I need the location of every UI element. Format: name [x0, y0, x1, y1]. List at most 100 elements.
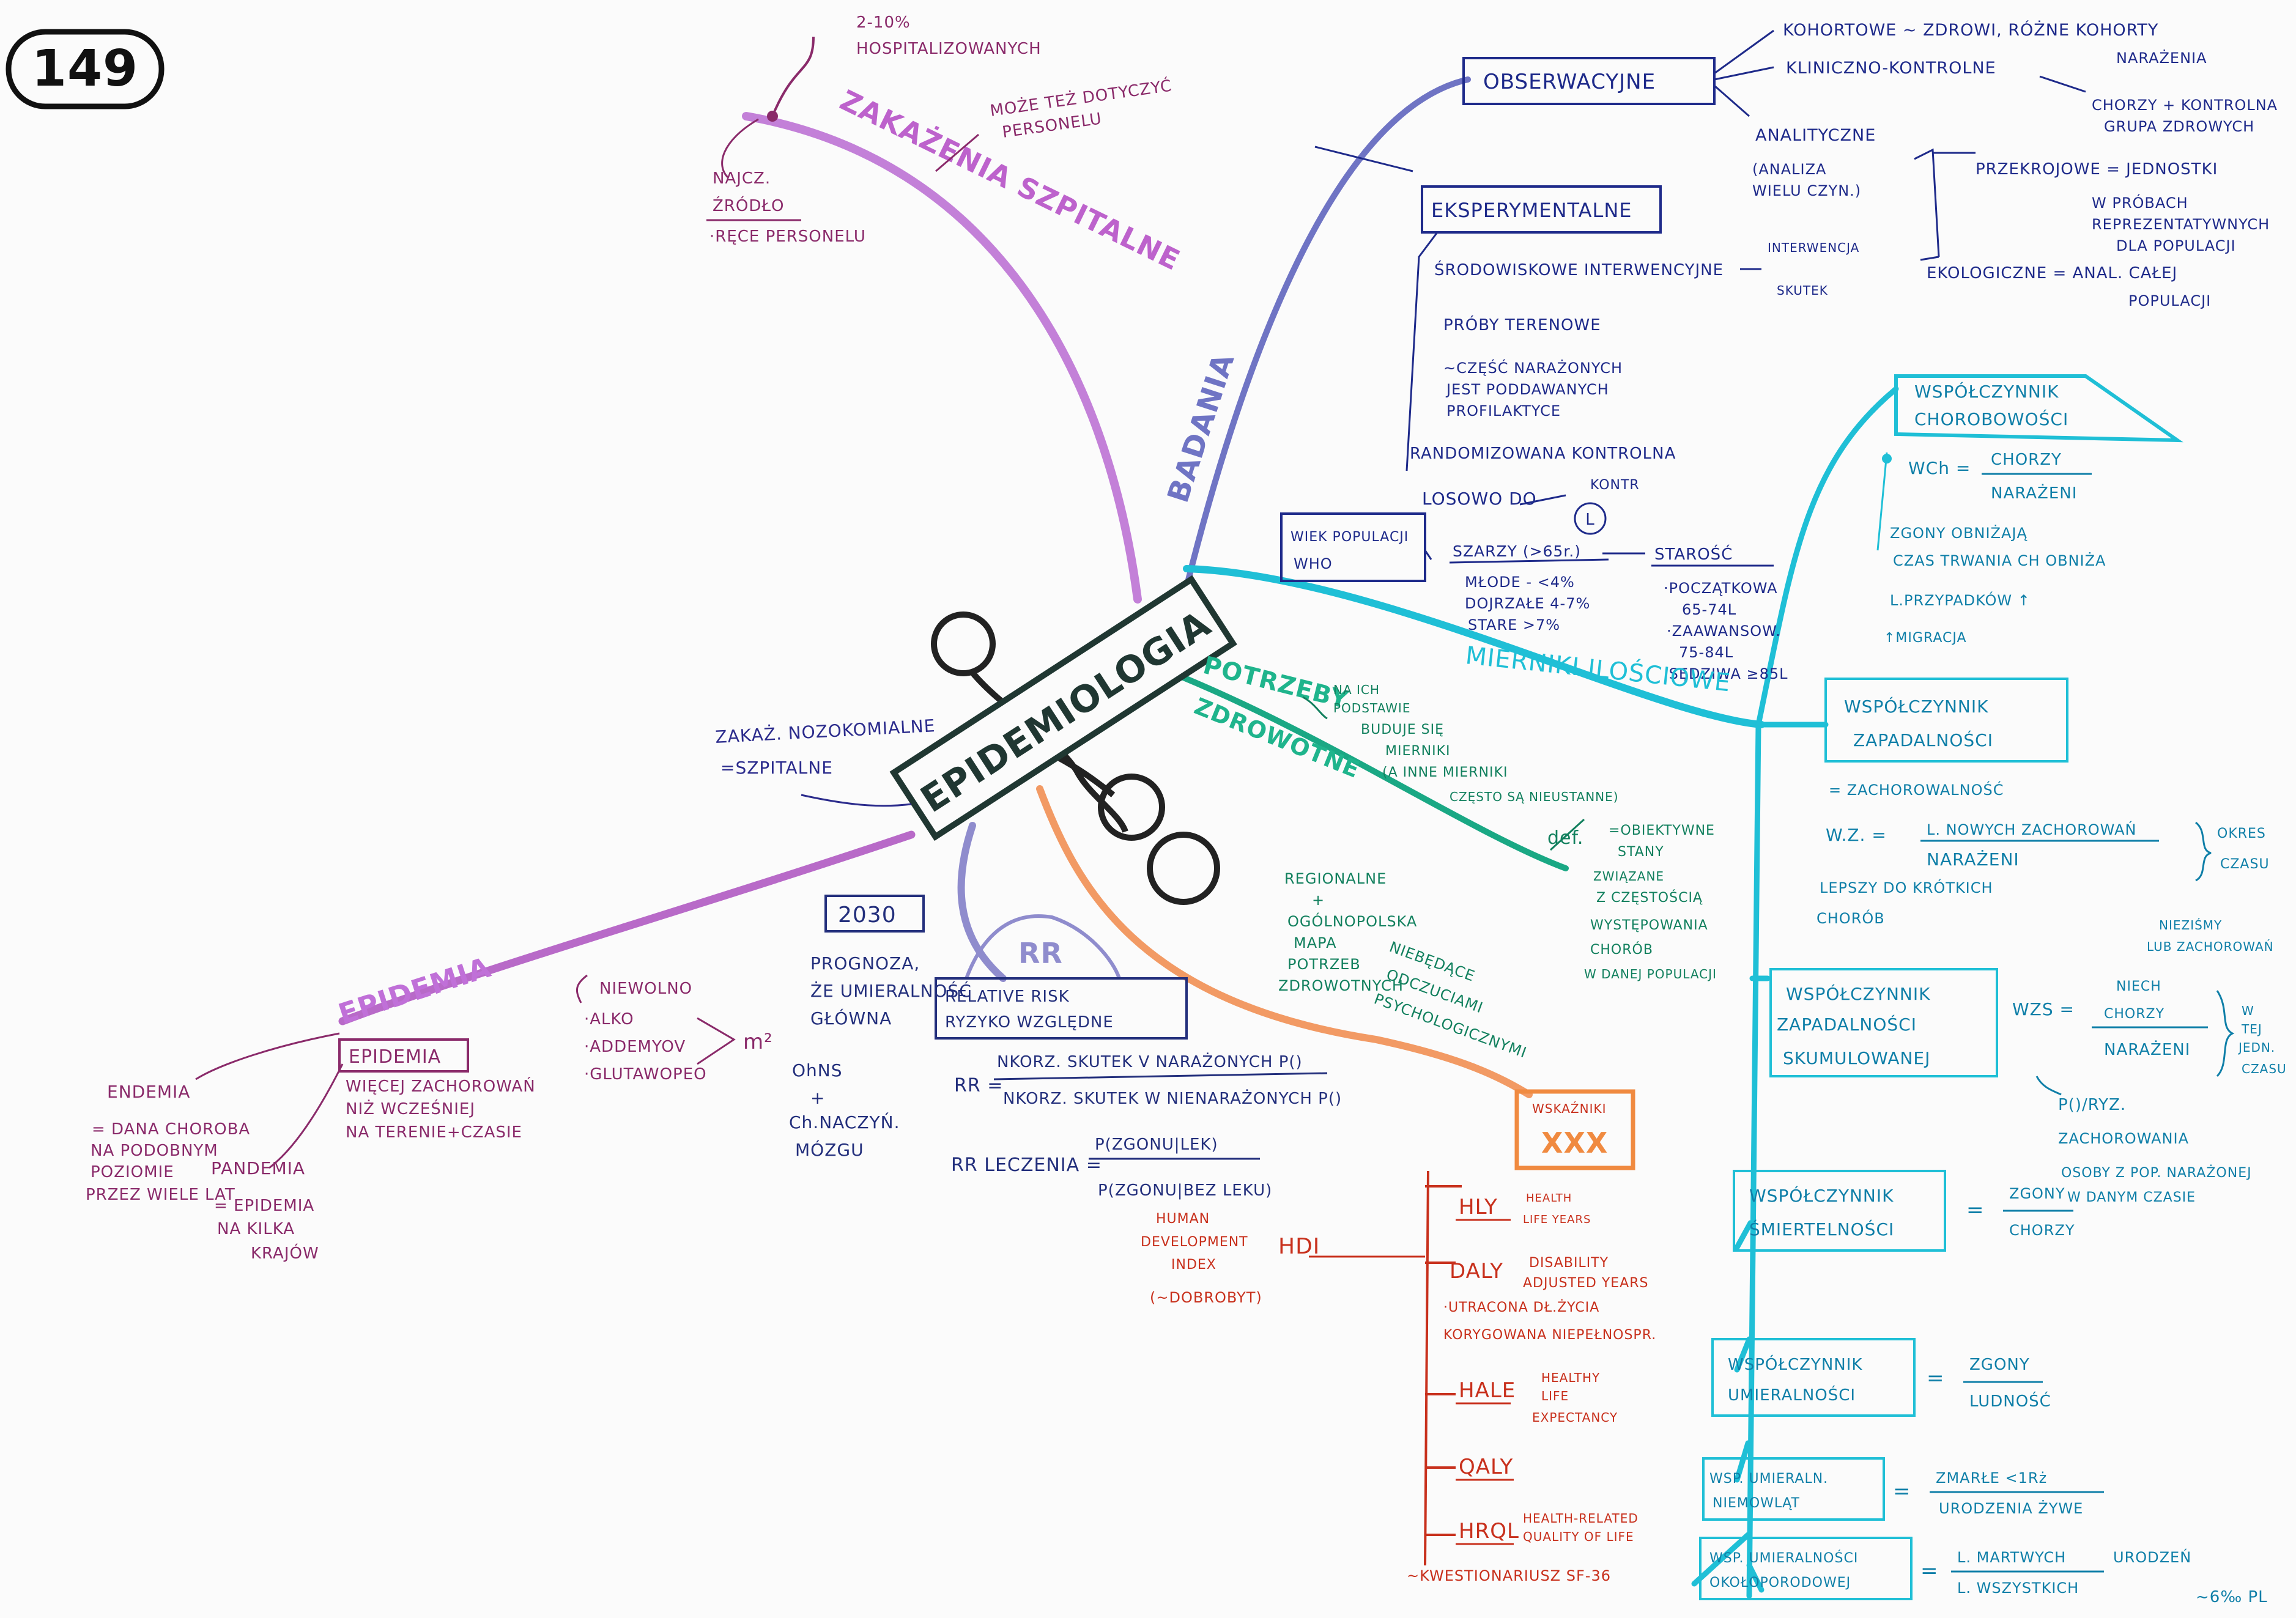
svg-text:WIĘCEJ ZACHOROWAŃ: WIĘCEJ ZACHOROWAŃ	[346, 1076, 536, 1096]
svg-text:MÓZGU: MÓZGU	[795, 1139, 864, 1160]
svg-text:WCh =: WCh =	[1908, 458, 1971, 478]
svg-text:=: =	[1893, 1479, 1911, 1504]
svg-text:WSPÓŁCZYNNIK: WSPÓŁCZYNNIK	[1786, 983, 1930, 1004]
epidemia-section: EPIDEMIA EPIDEMIA WIĘCEJ ZACHOROWAŃ NIŻ …	[86, 950, 772, 1263]
svg-text:HEALTH-RELATED: HEALTH-RELATED	[1523, 1511, 1639, 1526]
svg-text:WSPÓŁCZYNNIK: WSPÓŁCZYNNIK	[1749, 1185, 1894, 1206]
svg-text:OBSERWACYJNE: OBSERWACYJNE	[1483, 70, 1656, 94]
svg-text:URODZENIA ŻYWE: URODZENIA ŻYWE	[1939, 1499, 2083, 1517]
svg-text:HRQL: HRQL	[1459, 1519, 1519, 1543]
svg-text:·POCZĄTKOWA: ·POCZĄTKOWA	[1664, 580, 1778, 597]
svg-text:INDEX: INDEX	[1171, 1257, 1217, 1273]
svg-text:WZS =: WZS =	[2012, 999, 2075, 1019]
svg-text:OKOŁOPORODOWEJ: OKOŁOPORODOWEJ	[1709, 1575, 1851, 1590]
svg-text:NKORZ. SKUTEK W NIENARAŻONYCH: NKORZ. SKUTEK W NIENARAŻONYCH P()	[1003, 1088, 1342, 1108]
svg-text:ZGONY: ZGONY	[1969, 1356, 2030, 1374]
svg-text:ZMARŁE <1Rż: ZMARŁE <1Rż	[1936, 1469, 2047, 1487]
branch-mierniki	[1183, 565, 1765, 728]
svg-text:BUDUJE SIĘ: BUDUJE SIĘ	[1361, 722, 1444, 737]
svg-text:ADJUSTED YEARS: ADJUSTED YEARS	[1523, 1276, 1648, 1291]
svg-text:L. NOWYCH ZACHOROWAŃ: L. NOWYCH ZACHOROWAŃ	[1927, 821, 2136, 838]
svg-text:W: W	[2242, 1003, 2254, 1018]
svg-text:OGÓLNOPOLSKA: OGÓLNOPOLSKA	[1287, 912, 1417, 930]
svg-text:Ch.NACZYŃ.: Ch.NACZYŃ.	[789, 1112, 900, 1132]
svg-text:ŚMIERTELNOŚCI: ŚMIERTELNOŚCI	[1749, 1219, 1894, 1239]
svg-text:RR LECZENIA =: RR LECZENIA =	[951, 1154, 1102, 1176]
svg-text:NA PODOBNYM: NA PODOBNYM	[91, 1142, 218, 1160]
svg-text:HEALTH: HEALTH	[1526, 1192, 1572, 1205]
svg-text:POTRZEB: POTRZEB	[1287, 956, 1361, 973]
svg-text:+: +	[1312, 892, 1325, 909]
svg-text:LIFE: LIFE	[1541, 1389, 1569, 1403]
svg-text:OKRES: OKRES	[2217, 826, 2266, 841]
svg-text:NA TERENIE+CZASIE: NA TERENIE+CZASIE	[346, 1123, 522, 1142]
svg-text:CHORÓB: CHORÓB	[1590, 942, 1653, 958]
svg-text:TEJ: TEJ	[2241, 1022, 2262, 1036]
svg-text:LUB ZACHOROWAŃ: LUB ZACHOROWAŃ	[2147, 939, 2274, 954]
svg-text:JEDN.: JEDN.	[2237, 1040, 2275, 1055]
svg-text:NIEZIŚMY: NIEZIŚMY	[2159, 918, 2222, 933]
svg-text:·ZAAWANSOW.: ·ZAAWANSOW.	[1667, 622, 1781, 640]
svg-text:=: =	[1966, 1198, 1985, 1222]
svg-text:= ZACHOROWALNOŚĆ: = ZACHOROWALNOŚĆ	[1829, 780, 2004, 799]
svg-text:NIŻ WCZEŚNIEJ: NIŻ WCZEŚNIEJ	[346, 1099, 475, 1118]
svg-text:P(ZGONU|BEZ LEKU): P(ZGONU|BEZ LEKU)	[1098, 1181, 1272, 1200]
svg-text:CZAS TRWANIA CH OBNIŻA: CZAS TRWANIA CH OBNIŻA	[1893, 552, 2106, 569]
svg-text:CHORZY: CHORZY	[1991, 451, 2062, 469]
svg-text:ZAPADALNOŚCI: ZAPADALNOŚCI	[1777, 1014, 1917, 1035]
svg-text:OhNS: OhNS	[792, 1060, 843, 1081]
svg-text:HDI: HDI	[1278, 1234, 1320, 1259]
branch-epidemia	[338, 830, 916, 1025]
svg-text:URODZEŃ: URODZEŃ	[2113, 1548, 2191, 1566]
svg-text:W.Z. =: W.Z. =	[1826, 825, 1887, 845]
svg-text:KLINICZNO-KONTROLNE: KLINICZNO-KONTROLNE	[1786, 59, 1996, 78]
svg-text:PRZEKROJOWE = JEDNOSTKI: PRZEKROJOWE = JEDNOSTKI	[1976, 160, 2218, 179]
svg-text:NARAŻENI: NARAŻENI	[2104, 1040, 2190, 1059]
svg-text:L. MARTWYCH: L. MARTWYCH	[1957, 1549, 2066, 1566]
mierniki-trunk	[1691, 386, 1899, 1599]
svg-text:POZIOMIE: POZIOMIE	[91, 1163, 174, 1181]
svg-text:LUDNOŚĆ: LUDNOŚĆ	[1969, 1391, 2051, 1411]
svg-text:RANDOMIZOWANA KONTROLNA: RANDOMIZOWANA KONTROLNA	[1410, 445, 1676, 463]
svg-text:+: +	[810, 1088, 825, 1108]
svg-text:MIERNIKI: MIERNIKI	[1385, 744, 1451, 759]
svg-text:L.PRZYPADKÓW ↑: L.PRZYPADKÓW ↑	[1890, 591, 2031, 609]
svg-text:SKUMULOWANEJ: SKUMULOWANEJ	[1783, 1048, 1930, 1068]
svg-text:QALY: QALY	[1459, 1455, 1513, 1479]
svg-text:MAPA: MAPA	[1294, 934, 1336, 951]
svg-text:ZGONY OBNIŻAJĄ: ZGONY OBNIŻAJĄ	[1890, 524, 2028, 542]
svg-text:WHO: WHO	[1294, 555, 1333, 572]
svg-text:P(ZGONU|LEK): P(ZGONU|LEK)	[1095, 1136, 1218, 1154]
svg-text:JEST PODDAWANYCH: JEST PODDAWANYCH	[1445, 381, 1609, 398]
svg-text:WSPÓŁCZYNNIK: WSPÓŁCZYNNIK	[1844, 696, 1988, 717]
svg-text:ŹRÓDŁO: ŹRÓDŁO	[713, 196, 784, 215]
svg-text:W DANYM CZASIE: W DANYM CZASIE	[2067, 1190, 2196, 1205]
svg-text:EXPECTANCY: EXPECTANCY	[1532, 1410, 1618, 1425]
svg-text:EPIDEMIA: EPIDEMIA	[349, 1046, 441, 1068]
svg-text:= DANA CHOROBA: = DANA CHOROBA	[92, 1120, 250, 1139]
branch-potrzeby	[1153, 663, 1569, 871]
svg-text:CHORZY: CHORZY	[2104, 1007, 2165, 1022]
center-label: EPIDEMIOLOGIA	[913, 602, 1218, 821]
svg-text:WYSTĘPOWANIA: WYSTĘPOWANIA	[1590, 918, 1708, 933]
svg-text:STAROŚĆ: STAROŚĆ	[1654, 544, 1733, 564]
svg-text:(A INNE MIERNIKI: (A INNE MIERNIKI	[1382, 765, 1508, 780]
svg-text:EKOLOGICZNE = ANAL. CAŁEJ: EKOLOGICZNE = ANAL. CAŁEJ	[1927, 264, 2177, 283]
branch-badania	[1183, 76, 1471, 590]
svg-text:MŁODE - <4%: MŁODE - <4%	[1465, 574, 1575, 591]
svg-text:REGIONALNE: REGIONALNE	[1284, 870, 1387, 887]
svg-text:RYZYKO WZGLĘDNE: RYZYKO WZGLĘDNE	[945, 1013, 1114, 1032]
svg-text:·ALKO: ·ALKO	[584, 1010, 634, 1029]
svg-text:KRAJÓW: KRAJÓW	[251, 1243, 319, 1263]
endemia-label: ENDEMIA	[107, 1082, 190, 1102]
svg-text:↑MIGRACJA: ↑MIGRACJA	[1884, 630, 1967, 646]
svg-text:·UTRACONA DŁ.ŻYCIA: ·UTRACONA DŁ.ŻYCIA	[1443, 1299, 1599, 1315]
svg-text:WSP. UMIERALN.: WSP. UMIERALN.	[1709, 1471, 1828, 1487]
svg-text:HOSPITALIZOWANYCH: HOSPITALIZOWANYCH	[856, 40, 1042, 58]
svg-text:·RĘCE PERSONELU: ·RĘCE PERSONELU	[709, 227, 866, 246]
svg-text:DOJRZAŁE 4-7%: DOJRZAŁE 4-7%	[1465, 595, 1590, 612]
svg-text:WIEK POPULACJI: WIEK POPULACJI	[1291, 530, 1409, 545]
svg-text:CHORZY: CHORZY	[2009, 1222, 2075, 1239]
svg-text:KORYGOWANA NIEPEŁNOSPR.: KORYGOWANA NIEPEŁNOSPR.	[1443, 1328, 1656, 1343]
svg-text:·SĘDZIWA ≥85L: ·SĘDZIWA ≥85L	[1664, 665, 1788, 682]
